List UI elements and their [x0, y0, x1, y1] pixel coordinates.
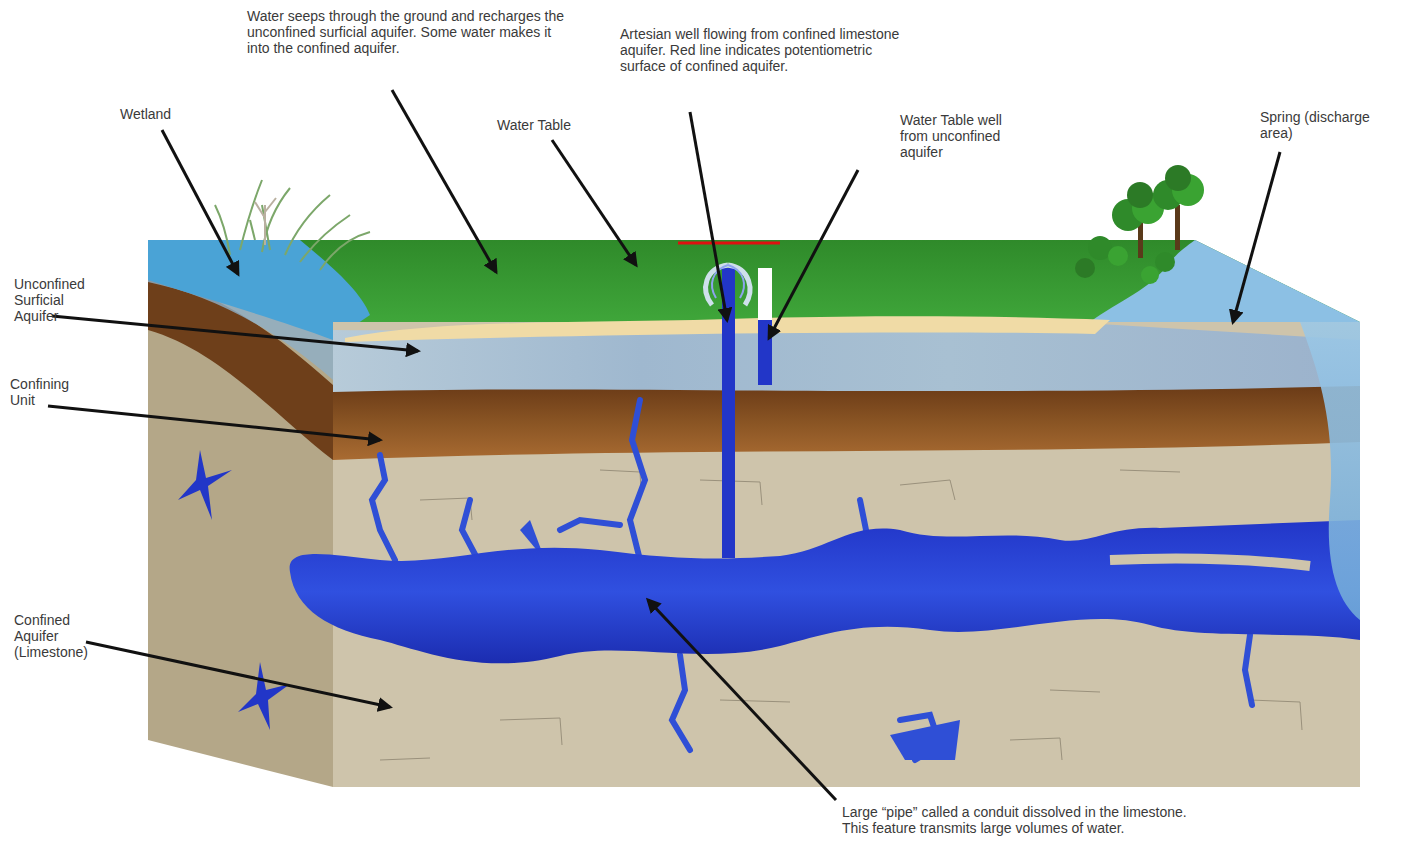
callout-label: Wetland — [120, 106, 210, 122]
callout-label: Water Table — [497, 117, 607, 133]
water-table-well — [758, 268, 772, 320]
callout-label: Large “pipe” called a conduit dissolved … — [842, 804, 1212, 836]
leader-lines — [48, 90, 1280, 800]
callout-label: Artesian well flowing from confined lime… — [620, 26, 900, 74]
spring-water — [1090, 240, 1360, 322]
trees — [1075, 165, 1204, 284]
fissure — [890, 720, 960, 760]
side-fissure — [178, 450, 232, 520]
callout-label: Confining Unit — [10, 376, 90, 408]
conduit — [290, 520, 1360, 663]
callout-label: Water seeps through the ground and recha… — [247, 8, 567, 56]
well-spray — [706, 265, 750, 305]
potentiometric-line — [678, 242, 780, 245]
wetland-grass — [215, 180, 370, 270]
callout-label: Unconfined Surficial Aquifer — [14, 276, 109, 324]
water-table-well — [758, 320, 772, 385]
callout-label: Water Table well from unconfined aquifer — [900, 112, 1020, 160]
side-fissure — [238, 662, 290, 730]
wetland-shrub — [255, 198, 276, 245]
artesian-well — [722, 268, 735, 558]
spring-channel — [1300, 322, 1360, 620]
callout-label: Spring (discharge area) — [1260, 109, 1395, 141]
conduit-rock-tongue — [1110, 558, 1310, 566]
callout-label: Confined Aquifer (Limestone) — [14, 612, 109, 660]
confining-unit — [333, 386, 1360, 460]
